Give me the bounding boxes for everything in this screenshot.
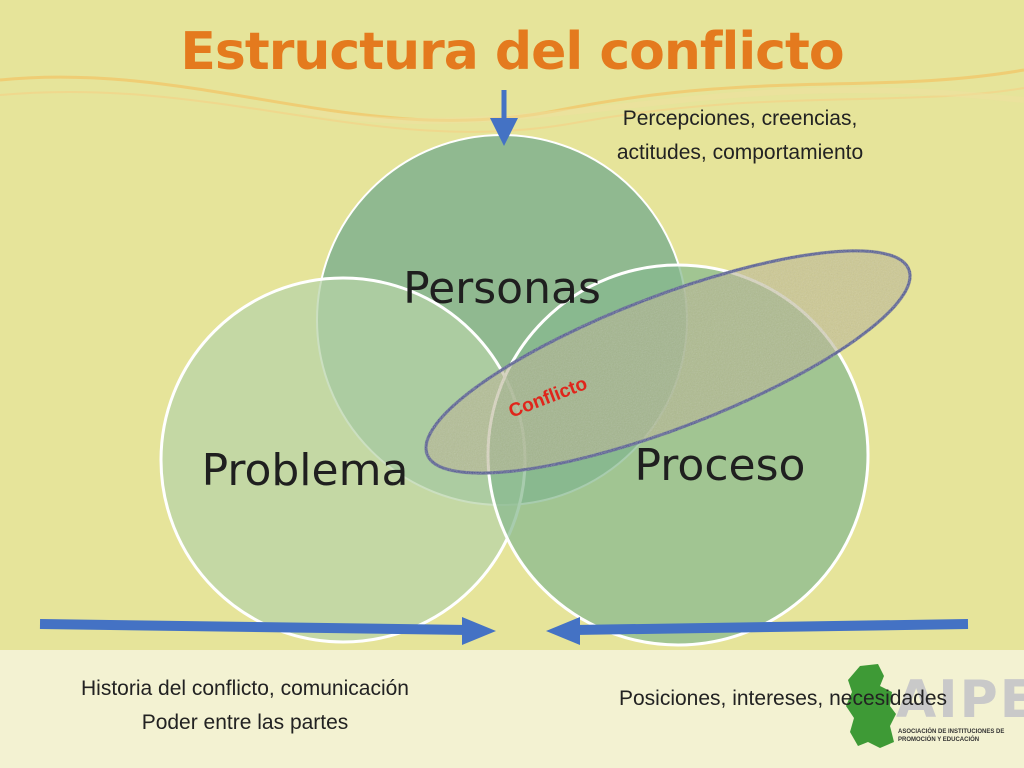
page-title: Estructura del conflicto xyxy=(180,22,844,82)
aipe-logo: AIPE ASOCIACIÓN DE INSTITUCIONES DE PROM… xyxy=(840,662,1024,754)
circle-label-problema: Problema xyxy=(202,445,409,496)
note-percepciones: Percepciones, creencias, actitudes, comp… xyxy=(616,107,864,164)
conflict-ellipse xyxy=(424,249,912,475)
circle-label-personas: Personas xyxy=(403,263,601,314)
right-arrow xyxy=(39,617,496,645)
note-historia-line1: Historia del conflicto, comunicación xyxy=(81,677,409,700)
logo-subtitle: ASOCIACIÓN DE INSTITUCIONES DE PROMOCIÓN… xyxy=(898,729,1005,743)
down-arrow xyxy=(490,90,518,146)
note-historia: Historia del conflicto, comunicación Pod… xyxy=(30,672,460,740)
note-posiciones: Posiciones, intereses, necesidades xyxy=(618,687,948,710)
left-arrow xyxy=(546,617,969,645)
logo-text: AIPE xyxy=(896,670,1024,730)
circle-label-proceso: Proceso xyxy=(635,440,806,491)
note-historia-line2: Poder entre las partes xyxy=(141,711,349,734)
map-icon xyxy=(846,664,896,748)
